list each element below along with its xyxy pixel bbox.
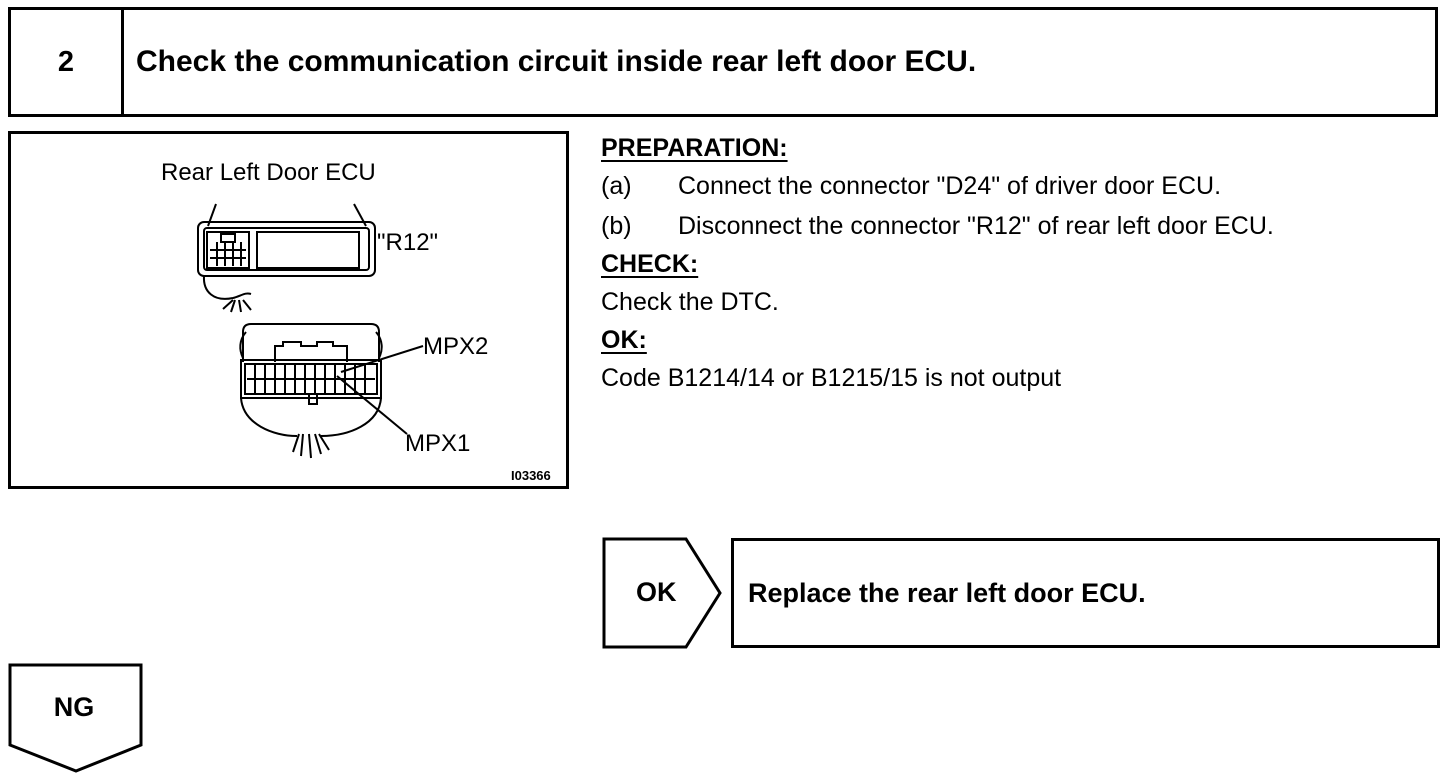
step-number: 2 [11,10,124,114]
ok-criteria-text: Code B1214/14 or B1215/15 is not output [601,364,1062,392]
check-heading: CHECK: [601,250,699,278]
diagram-title: Rear Left Door ECU [161,159,376,186]
lower-connector-drawing [239,323,383,459]
mpx1-leader-line [336,375,408,435]
ecu-connector-illustration [197,203,424,459]
instructions: PREPARATION: (a) Connect the connector "D… [601,130,1451,398]
ok-action-text: Replace the rear left door ECU. [748,577,1146,608]
ok-result-label: OK [636,576,677,607]
figure-id: I03366 [511,468,551,483]
mpx2-leader-line [340,345,424,373]
step-marker: (b) [601,212,632,240]
step-text: Disconnect the connector "R12" of rear l… [678,212,1274,240]
connector-label: "R12" [377,229,439,256]
preparation-step: (b) Disconnect the connector "R12" of rea… [601,206,1451,246]
preparation-step: (a) Connect the connector "D24" of driver… [601,166,1451,206]
step-title: Check the communication circuit inside r… [136,45,977,78]
r12-connector-drawing [197,203,376,313]
ok-heading: OK: [601,326,647,354]
step-marker: (a) [601,172,632,200]
pin-label-mpx1: MPX1 [405,430,471,457]
connector-diagram: Rear Left Door ECU "R12" MPX2 MPX1 I0336… [8,131,569,489]
ng-arrow-shape [8,663,143,773]
pin-label-mpx2: MPX2 [423,333,489,360]
ng-result-label: NG [53,692,95,722]
preparation-heading: PREPARATION: [601,134,788,162]
step-header: 2 Check the communication circuit inside… [8,7,1438,117]
ok-action-box: Replace the rear left door ECU. [731,538,1440,648]
step-text: Connect the connector "D24" of driver do… [678,172,1222,200]
check-text: Check the DTC. [601,288,779,316]
ok-arrow-shape [602,537,722,649]
